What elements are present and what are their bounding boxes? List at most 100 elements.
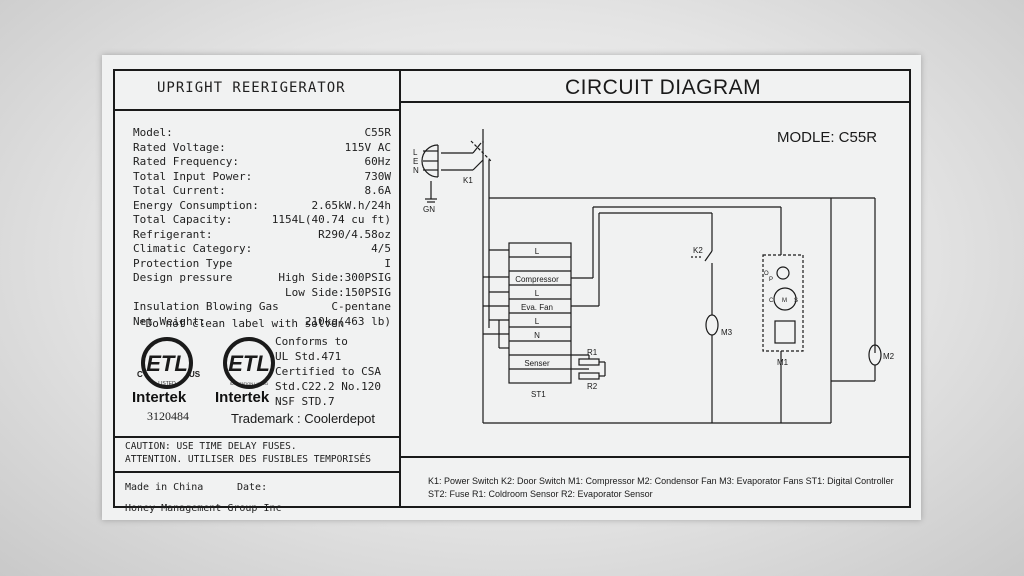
circuit-schematic: L E N GN K1 L Compressor L Eva. Fan L N …: [413, 129, 895, 424]
circuit-diagram-title: CIRCUIT DIAGRAM: [565, 76, 762, 99]
trademark: Trademark : Coolerdepot: [231, 411, 376, 426]
etl-listed-logo: ETL LISTED C US: [137, 337, 201, 389]
etl1-us: US: [189, 370, 201, 379]
m1-c: C: [769, 298, 774, 304]
spec-key: Rated Voltage:: [133, 140, 226, 154]
rating-label: UPRIGHT REERIGERATOR Model: C55R Rated Vol…: [102, 55, 921, 520]
date-label: Date:: [237, 482, 268, 493]
model-label: MODLE: C55R: [777, 129, 878, 146]
spec-key: Total Capacity:: [133, 213, 233, 226]
company-name: Honey Management Group Inc: [125, 503, 282, 514]
spec-value: C55R: [364, 126, 392, 139]
plug-gn-label: GN: [423, 205, 435, 214]
st1-label: ST1: [531, 390, 546, 399]
spec-value: 4/5: [371, 242, 391, 255]
conform-line: Std.C22.2 No.120: [275, 380, 381, 393]
product-title: UPRIGHT REERIGERATOR: [157, 80, 346, 96]
etl1-c: C: [137, 370, 143, 379]
conform-line: UL Std.471: [275, 350, 342, 363]
spec-row: Total Current: 8.6A: [133, 184, 391, 198]
plug-l-label: L: [413, 148, 418, 157]
plug-e-label: E: [413, 157, 418, 166]
m1-p: P: [769, 277, 773, 283]
spec-key: Insulation Blowing Gas: [133, 300, 279, 313]
intertek-brand-2: Intertek: [215, 389, 270, 406]
spec-key: Energy Consumption:: [133, 198, 259, 212]
caution-french: ATTENTION. UTILISER DES FUSIBLES TEMPORI…: [125, 454, 371, 465]
spec-row: Rated Voltage: 115V AC: [133, 141, 391, 155]
panel-divider: [399, 71, 401, 506]
spec-key: Total Input Power:: [133, 169, 253, 183]
spec-key: Protection Type: [133, 256, 233, 270]
r2-label: R2: [587, 382, 598, 391]
spec-row: Protection Type I: [133, 257, 391, 271]
plug-body: [421, 144, 439, 178]
spec-row: Low Side:150PSIG: [133, 286, 391, 300]
spec-value: 115V AC: [344, 140, 391, 154]
k1-label: K1: [463, 176, 473, 185]
plug-n-label: N: [413, 166, 419, 175]
spec-value: R290/4.58oz: [318, 227, 391, 241]
m3-label: M3: [721, 328, 733, 337]
conformance-block: Conforms to UL Std.471 Certified to CSA …: [275, 334, 381, 409]
legend-rule: [401, 456, 911, 458]
spec-key: Climatic Category:: [133, 242, 253, 255]
etl1-mark: ETL: [146, 351, 188, 376]
r1-label: R1: [587, 348, 598, 357]
label-frame: UPRIGHT REERIGERATOR Model: C55R Rated Vol…: [113, 69, 911, 514]
cleaning-note: *Do not clean label with solven: [139, 317, 345, 330]
m2-label: M2: [883, 352, 895, 361]
spec-key: Refrigerant:: [133, 227, 213, 241]
spec-value: 60Hz: [364, 155, 392, 168]
conform-line: Conforms to: [275, 335, 348, 348]
m1-m: M: [782, 298, 787, 304]
left-title-rule: [115, 109, 399, 111]
bottom-rule: [115, 471, 399, 473]
st1-row-compressor: Compressor: [515, 275, 559, 284]
spec-key: Total Current:: [133, 184, 226, 197]
spec-row: Total Capacity: 1154L(40.74 cu ft): [133, 213, 391, 227]
spec-row: Total Input Power:730W: [133, 170, 391, 184]
st1-row-senser: Senser: [524, 359, 550, 368]
st1-row: N: [534, 331, 540, 340]
etl2-mark: ETL: [228, 351, 270, 376]
spec-key: Net Weight:: [133, 314, 206, 328]
spec-value: I: [384, 256, 391, 270]
made-in: Made in China: [125, 482, 204, 493]
spec-row: Climatic Category: 4/5: [133, 242, 391, 256]
k2-label: K2: [693, 246, 703, 255]
component-legend: K1: Power Switch K2: Door Switch M1: Com…: [428, 476, 894, 499]
st1-row: L: [535, 247, 540, 256]
spec-key: Model:: [133, 126, 173, 139]
st1-row: L: [535, 317, 540, 326]
spec-row: Rated Frequency: 60Hz: [133, 155, 391, 169]
spec-key: Rated Frequency:: [133, 155, 239, 168]
spec-value: Low Side:150PSIG: [285, 285, 391, 299]
etl2-sub: SANITATION LISTED: [230, 381, 269, 386]
conform-line: NSF STD.7: [275, 395, 335, 408]
right-title-rule: [401, 101, 911, 103]
spec-value: C-pentane: [331, 300, 391, 313]
spec-value: 8.6A: [364, 184, 392, 197]
spec-value: 210kg(463 lb): [304, 314, 391, 328]
spec-row: Insulation Blowing Gas C-pentane: [133, 300, 391, 314]
st1-row-evafan: Eva. Fan: [521, 303, 553, 312]
m1-o: O: [764, 271, 769, 277]
spec-row: Refrigerant: R290/4.58oz: [133, 228, 391, 242]
etl-sanitation-logo: ETL SANITATION LISTED: [223, 337, 275, 389]
m1-s: S: [794, 298, 798, 304]
caution-english: CAUTION: USE TIME DELAY FUSES.: [125, 441, 297, 452]
intertek-brand-1: Intertek: [132, 389, 187, 406]
st1-row: L: [535, 289, 540, 298]
spec-row: Energy Consumption: 2.65kW.h/24h: [133, 199, 391, 213]
spec-row: Design pressure High Side:300PSIG: [133, 271, 391, 285]
spec-key: Design pressure: [133, 271, 233, 284]
caution-rule: [115, 436, 399, 438]
certificate-number: 3120484: [147, 409, 189, 423]
spec-row: Net Weight: 210kg(463 lb): [133, 315, 391, 329]
spec-value: 2.65kW.h/24h: [311, 198, 391, 212]
spec-value: High Side:300PSIG: [278, 271, 391, 284]
spec-value: 1154L(40.74 cu ft): [271, 213, 391, 226]
m1-label: M1: [777, 358, 789, 367]
etl1-sub: LISTED: [158, 381, 176, 387]
